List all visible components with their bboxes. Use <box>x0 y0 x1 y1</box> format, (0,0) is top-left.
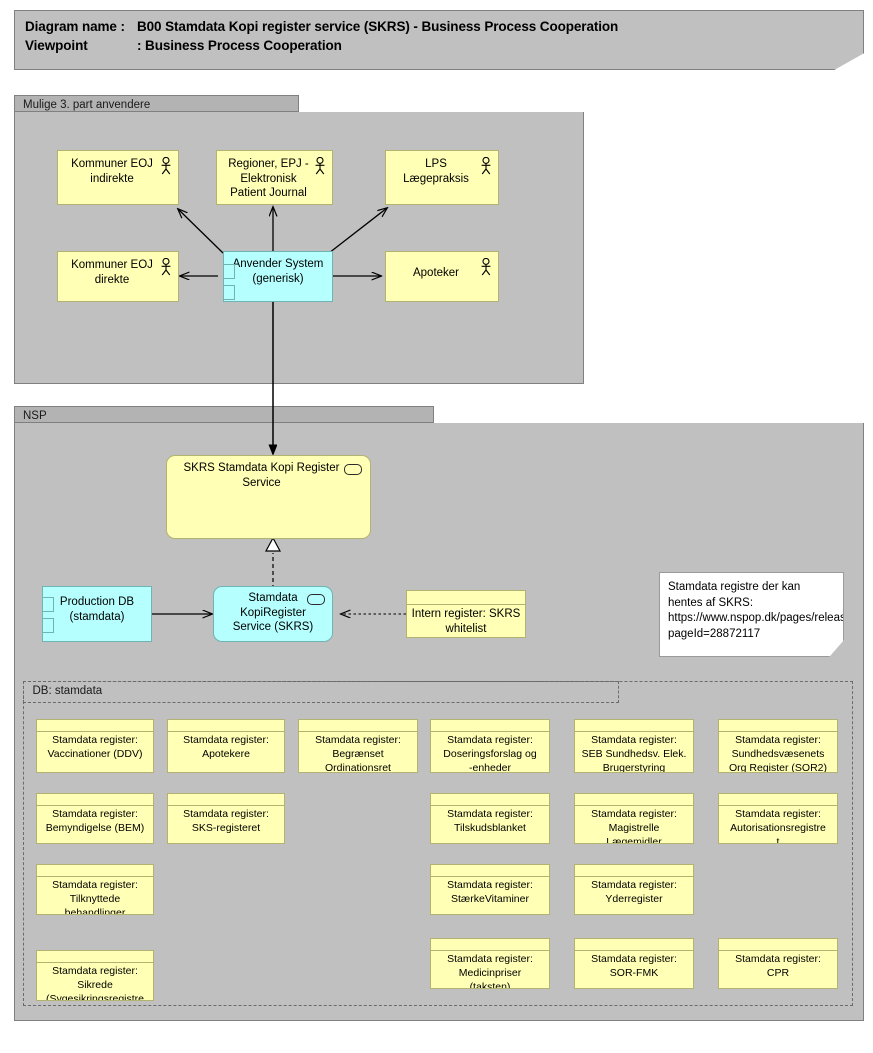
register-box[interactable]: Stamdata register: Vaccinationer (DDV) <box>36 719 154 773</box>
register-box[interactable]: Stamdata register: SKS-registeret <box>167 793 285 844</box>
register-label: Stamdata register: Tilskudsblanket <box>447 808 533 834</box>
node-kommuner-eoj-indirekte[interactable]: Kommuner EOJ indirekte <box>57 150 179 205</box>
register-label: Stamdata register: Autorisationsregistre… <box>730 808 826 844</box>
actor-icon <box>481 157 491 175</box>
register-box[interactable]: Stamdata register: CPR <box>718 938 838 989</box>
container-tab-db-stamdata: DB: stamdata <box>22 680 619 703</box>
register-label: Stamdata register: Magistrelle Lægemidle… <box>591 808 677 844</box>
node-regioner-epj[interactable]: Regioner, EPJ - Elektronisk Patient Jour… <box>216 150 333 205</box>
data-object-band <box>431 865 549 877</box>
component-tab-icon <box>43 597 54 612</box>
node-apoteker[interactable]: Apoteker <box>385 251 499 302</box>
data-object-band <box>37 951 153 963</box>
register-box[interactable]: Stamdata register: Apotekere <box>167 719 285 773</box>
register-box[interactable]: Stamdata register: Begrænset Ordinations… <box>298 719 418 773</box>
data-object-band <box>431 794 549 806</box>
data-object-band <box>575 865 693 877</box>
container-db-stamdata: DB: stamdata <box>22 680 853 1006</box>
register-label: Stamdata register: Tilknyttede behandlin… <box>52 879 138 915</box>
register-label: Stamdata register: Medicinpriser (takste… <box>447 953 533 989</box>
register-label: Stamdata register: SKS-registeret <box>183 808 269 834</box>
register-box[interactable]: Stamdata register: Autorisationsregistre… <box>718 793 838 844</box>
node-production-db[interactable]: Production DB (stamdata) <box>42 586 152 642</box>
node-label: Intern register: SKRS whitelist <box>411 608 521 635</box>
diagram-name-value: B00 Stamdata Kopi register service (SKRS… <box>137 19 619 34</box>
register-label: Stamdata register: Sikrede (Sygesikrings… <box>45 965 145 1001</box>
component-tab-icon <box>43 618 54 633</box>
diagram-title-banner: Diagram name : B00 Stamdata Kopi register… <box>14 10 864 70</box>
data-object-band <box>37 794 153 806</box>
data-object-band <box>575 720 693 732</box>
node-label: Apoteker <box>412 267 460 279</box>
diagram-name-row: Diagram name : B00 Stamdata Kopi register… <box>25 17 863 36</box>
application-component-icon <box>307 594 325 605</box>
register-label: Stamdata register: Begrænset Ordinations… <box>315 734 401 773</box>
viewpoint-value: : Business Process Cooperation <box>137 38 342 53</box>
register-box[interactable]: Stamdata register: Medicinpriser (takste… <box>430 938 550 989</box>
register-box[interactable]: Stamdata register: Tilskudsblanket <box>430 793 550 844</box>
register-label: Stamdata register: Bemyndigelse (BEM) <box>45 808 145 834</box>
register-label: Stamdata register: Vaccinationer (DDV) <box>47 734 143 760</box>
register-box[interactable]: Stamdata register: Doseringsforslag og -… <box>430 719 550 773</box>
register-box[interactable]: Stamdata register: SEB Sundhedsv. Elek. … <box>574 719 694 773</box>
node-label: Regioner, EPJ - Elektronisk Patient Jour… <box>228 158 309 199</box>
data-object-band <box>407 591 525 605</box>
register-label: Stamdata register: SEB Sundhedsv. Elek. … <box>581 734 687 773</box>
register-box[interactable]: Stamdata register: SOR-FMK <box>574 938 694 989</box>
actor-icon <box>315 157 325 175</box>
actor-icon <box>481 258 491 276</box>
register-label: Stamdata register: StærkeVitaminer <box>447 879 533 905</box>
actor-icon <box>161 157 171 175</box>
register-box[interactable]: Stamdata register: Sikrede (Sygesikrings… <box>36 950 154 1001</box>
register-box[interactable]: Stamdata register: Yderregister <box>574 864 694 915</box>
data-object-band <box>37 865 153 877</box>
component-tab-icon <box>224 285 235 300</box>
data-object-band <box>575 939 693 951</box>
node-intern-register-skrs-whitelist[interactable]: Intern register: SKRS whitelist <box>406 590 526 638</box>
node-label: Stamdata KopiRegister Service (SKRS) <box>232 592 314 633</box>
register-box[interactable]: Stamdata register: Tilknyttede behandlin… <box>36 864 154 915</box>
data-object-band <box>719 720 837 732</box>
group-tab-nsp: NSP <box>14 406 434 423</box>
node-kommuner-eoj-direkte[interactable]: Kommuner EOJ direkte <box>57 251 179 302</box>
register-label: Stamdata register: Apotekere <box>183 734 269 760</box>
group-tab-third-party: Mulige 3. part anvendere <box>14 95 299 112</box>
data-object-band <box>37 720 153 732</box>
data-object-band <box>168 794 284 806</box>
data-object-band <box>168 720 284 732</box>
register-label: Stamdata register: Doseringsforslag og -… <box>443 734 537 773</box>
viewpoint-key: Viewpoint <box>25 38 88 53</box>
component-tab-icon <box>224 264 235 279</box>
data-object-band <box>575 794 693 806</box>
diagram-name-key: Diagram name : <box>25 19 125 34</box>
node-skrs-stamdata-kopi-register-service[interactable]: SKRS Stamdata Kopi Register Service <box>166 455 371 539</box>
register-box[interactable]: Stamdata register: Bemyndigelse (BEM) <box>36 793 154 844</box>
data-object-band <box>431 939 549 951</box>
node-anvender-system[interactable]: Anvender System (generisk) <box>223 251 333 302</box>
actor-icon <box>161 258 171 276</box>
register-label: Stamdata register: Sundhedsvæsenets Org … <box>728 734 828 773</box>
register-label: Stamdata register: Yderregister <box>591 879 677 905</box>
application-service-icon <box>344 464 362 475</box>
register-label: Stamdata register: CPR <box>735 953 821 979</box>
node-label: LPS Lægepraksis <box>403 158 469 185</box>
node-label: Kommuner EOJ direkte <box>71 259 153 286</box>
note-stamdata-registre-link: Stamdata registre der kan hentes af SKRS… <box>659 572 844 657</box>
data-object-band <box>431 720 549 732</box>
node-label: Kommuner EOJ indirekte <box>71 158 153 185</box>
node-label: SKRS Stamdata Kopi Register Service <box>183 462 340 489</box>
register-label: Stamdata register: SOR-FMK <box>591 953 677 979</box>
node-label: Production DB (stamdata) <box>59 596 135 623</box>
node-lps-laegepraksis[interactable]: LPS Lægepraksis <box>385 150 499 205</box>
viewpoint-row: Viewpoint : Business Process Cooperation <box>25 36 863 55</box>
data-object-band <box>719 794 837 806</box>
data-object-band <box>299 720 417 732</box>
register-box[interactable]: Stamdata register: StærkeVitaminer <box>430 864 550 915</box>
register-box[interactable]: Stamdata register: Sundhedsvæsenets Org … <box>718 719 838 773</box>
register-box[interactable]: Stamdata register: Magistrelle Lægemidle… <box>574 793 694 844</box>
node-stamdata-kopiregister-service[interactable]: Stamdata KopiRegister Service (SKRS) <box>213 586 333 642</box>
node-label: Anvender System (generisk) <box>232 258 324 285</box>
data-object-band <box>719 939 837 951</box>
